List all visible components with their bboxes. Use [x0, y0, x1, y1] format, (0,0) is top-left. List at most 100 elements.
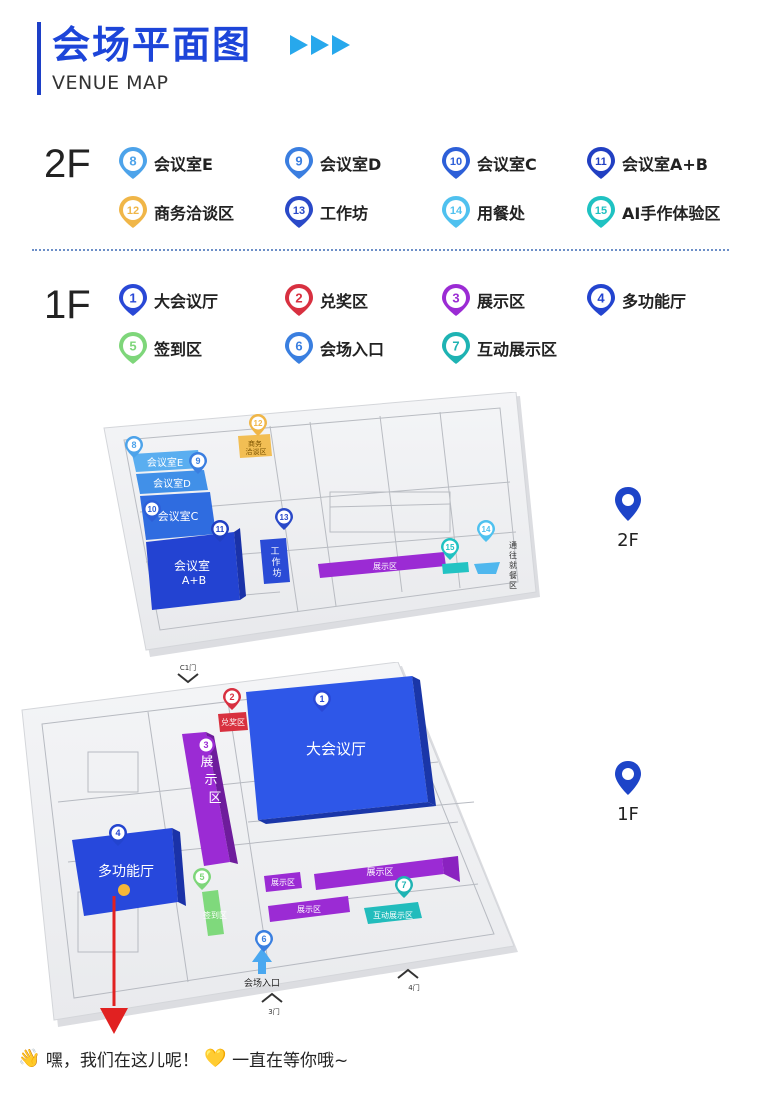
location-pin-icon [615, 487, 641, 521]
legend-item-label: 会议室A+B [622, 155, 708, 174]
number-pin-icon: 12 [119, 196, 147, 228]
dining-label-4: 餐 [509, 571, 517, 580]
legend-item-label: 兑奖区 [320, 292, 369, 311]
svg-text:2: 2 [295, 291, 302, 306]
room-label-multi: 多功能厅 [98, 863, 154, 880]
footer-message: 👋 嘿，我们在这儿呢！ 💛 一直在等你哦~ [18, 1046, 348, 1071]
room-label-c: 会议室C [158, 509, 199, 523]
svg-text:14: 14 [450, 205, 463, 217]
svg-text:7: 7 [401, 880, 406, 890]
gate-4-label: 4门 [408, 983, 419, 992]
svg-text:6: 6 [261, 934, 266, 944]
number-pin-icon: 1 [119, 284, 147, 316]
legend-divider [32, 249, 729, 251]
floor-label-2f: 2F [44, 142, 91, 186]
room-label-e: 会议室E [147, 456, 183, 469]
entrance-label: 会场入口 [244, 977, 280, 989]
svg-text:9: 9 [295, 154, 302, 169]
floor-marker-label: 1F [617, 804, 639, 825]
map-pin-6: 6 [255, 930, 273, 952]
svg-text:14: 14 [482, 525, 491, 534]
svg-text:12: 12 [127, 205, 139, 217]
svg-text:1: 1 [319, 694, 324, 704]
dining-label-2: 往 [509, 550, 517, 560]
svg-text:11: 11 [216, 525, 225, 534]
svg-text:3: 3 [203, 740, 208, 750]
room-label-biz-1: 商务 [248, 439, 262, 448]
svg-text:2: 2 [229, 692, 234, 702]
room-label-work-2: 作 [271, 556, 280, 568]
svg-text:12: 12 [254, 419, 263, 428]
map-pin-7: 7 [395, 876, 413, 898]
number-pin-icon: 7 [442, 332, 470, 364]
svg-text:5: 5 [129, 339, 136, 354]
number-pin-icon: 8 [119, 147, 147, 179]
floor-marker-label: 2F [617, 530, 639, 551]
number-pin-icon: 13 [285, 196, 313, 228]
room-label-expo-small-1: 展示区 [271, 878, 295, 887]
legend-item-label: 大会议厅 [154, 292, 219, 311]
dining-label-5: 区 [509, 581, 517, 590]
header-accent-bar [37, 22, 41, 95]
footer-text-1: 嘿，我们在这儿呢！ [45, 1051, 199, 1071]
svg-text:4: 4 [115, 828, 120, 838]
number-pin-icon: 2 [285, 284, 313, 316]
svg-text:7: 7 [452, 339, 459, 354]
svg-text:11: 11 [595, 156, 607, 168]
room-label-biz-2: 洽谈区 [246, 447, 267, 456]
expo-vertical-2: 示 [204, 773, 217, 788]
room-label-checkin: 签到区 [203, 910, 227, 920]
dining-label-1: 通 [509, 540, 517, 550]
map-pin-8: 8 [125, 436, 143, 458]
svg-text:8: 8 [131, 440, 136, 450]
floor-marker-1f: 1F [608, 760, 648, 825]
map-pin-2: 2 [223, 688, 241, 710]
legend-item-11: 11 会议室A+B [586, 147, 708, 179]
number-pin-icon: 14 [442, 196, 470, 228]
legend-item-12: 12 商务洽谈区 [118, 196, 235, 228]
room-label-d: 会议室D [153, 477, 191, 490]
map-pin-5: 5 [193, 868, 211, 890]
legend-item-6: 6 会场入口 [284, 332, 385, 364]
floor-label-1f: 1F [44, 283, 91, 327]
room-label-interactive: 互动展示区 [373, 910, 413, 920]
svg-text:10: 10 [148, 505, 157, 514]
svg-text:3: 3 [452, 291, 459, 306]
map-pin-10: 10 [143, 500, 161, 522]
legend-item-label: 用餐处 [477, 204, 526, 223]
footer-text-2: 一直在等你哦~ [232, 1051, 349, 1071]
map-pin-1: 1 [313, 690, 331, 712]
page-subtitle: VENUE MAP [52, 72, 169, 94]
legend-item-label: 会议室E [154, 155, 213, 174]
legend-item-14: 14 用餐处 [441, 196, 526, 228]
svg-text:9: 9 [195, 456, 200, 466]
svg-text:1: 1 [129, 291, 136, 306]
map-pin-3: 3 [197, 736, 215, 758]
room-label-work-3: 坊 [272, 567, 281, 579]
legend-item-2: 2 兑奖区 [284, 284, 369, 316]
number-pin-icon: 10 [442, 147, 470, 179]
legend-item-label: 商务洽谈区 [154, 204, 235, 223]
number-pin-icon: 15 [587, 196, 615, 228]
waving-hand-icon: 👋 [18, 1048, 41, 1069]
svg-text:15: 15 [595, 205, 607, 217]
svg-text:13: 13 [293, 205, 305, 217]
legend-item-15: 15 AI手作体验区 [586, 196, 721, 228]
legend-item-8: 8 会议室E [118, 147, 213, 179]
map-pin-12: 12 [249, 414, 267, 436]
svg-text:6: 6 [295, 339, 302, 354]
map-pin-9: 9 [189, 452, 207, 474]
legend-item-label: 会场入口 [320, 340, 385, 359]
page-title: 会场平面图 [52, 23, 253, 67]
svg-text:5: 5 [199, 872, 204, 882]
map-2f: 会议室E 会议室D 会议室C 会议室 A+B 商务 洽谈区 工 作 坊 展示区 … [103, 392, 540, 657]
room-label-hall: 大会议厅 [306, 740, 366, 758]
legend-item-1: 1 大会议厅 [118, 284, 219, 316]
legend-item-label: AI手作体验区 [622, 204, 721, 223]
